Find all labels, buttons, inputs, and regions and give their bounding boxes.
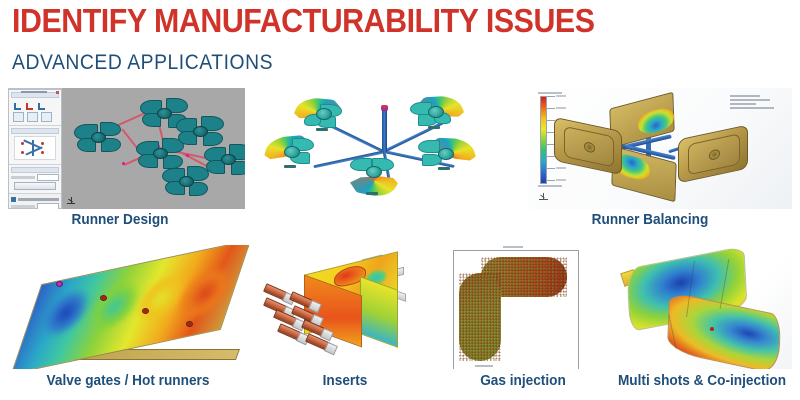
valve-gate-marker: [56, 281, 63, 287]
valve-gate-marker: [142, 308, 149, 314]
hub: [428, 106, 444, 118]
particle-mesh: [459, 273, 501, 361]
page-title: IDENTIFY MANUFACTURABILITY ISSUES: [12, 2, 595, 39]
sprue-inlet-marker: [381, 105, 388, 111]
axis-x-icon[interactable]: [13, 101, 22, 110]
hub: [284, 146, 300, 158]
cad-properties-dialog[interactable]: [8, 88, 62, 209]
impeller-part: [136, 138, 184, 169]
row-value-field[interactable]: [37, 202, 59, 209]
origin-triad-icon: [539, 193, 549, 203]
impeller-part: [204, 144, 245, 175]
fan-part: [294, 94, 356, 138]
group-icon: [11, 196, 16, 202]
legend-top-label: [538, 92, 562, 94]
figure-star-layout: [262, 88, 510, 209]
dialog-section-input: [9, 165, 61, 194]
apply-button[interactable]: [14, 182, 56, 190]
figure-runner-balancing: [528, 88, 792, 209]
dialog-section-preview: [9, 126, 61, 165]
hub: [316, 108, 332, 120]
section-header: [11, 167, 59, 173]
property-group-header[interactable]: [11, 196, 59, 202]
mold-block-front: [360, 276, 398, 348]
fan-part: [404, 92, 466, 136]
layout-preview-thumbnail: [14, 136, 56, 160]
caption-multi-shots: Multi shots & Co-injection: [617, 373, 787, 389]
support-foot: [366, 192, 378, 195]
hub: [438, 148, 454, 160]
pin-tip: [324, 341, 339, 355]
runner-segment: [646, 126, 651, 170]
gate-marker: [186, 154, 189, 157]
caption-runner-design: Runner Design: [71, 212, 169, 228]
page-subtitle: ADVANCED APPLICATIONS: [12, 51, 274, 74]
input-row[interactable]: [11, 174, 59, 181]
toolbar-icons[interactable]: [11, 111, 59, 123]
blade: [422, 154, 442, 166]
origin-triad-icon: [67, 197, 76, 206]
row-label: [11, 204, 35, 208]
caption-runner-balancing: Runner Balancing: [591, 212, 709, 228]
dialog-section-tools: [9, 90, 61, 126]
section-header: [11, 92, 59, 98]
gate-marker: [122, 162, 125, 165]
color-legend-bar: [540, 96, 547, 184]
axis-tool-icons[interactable]: [11, 100, 59, 111]
impeller-part: [162, 166, 209, 196]
hub: [366, 166, 382, 178]
property-row[interactable]: [11, 202, 59, 209]
grid-icon[interactable]: [41, 112, 52, 122]
axis-z-icon[interactable]: [37, 101, 46, 110]
dimension-tick: [503, 246, 523, 248]
figure-multi-shots: [612, 245, 792, 369]
section-header: [11, 128, 59, 134]
support-foot: [428, 126, 440, 129]
valve-gate-marker: [100, 295, 107, 301]
elbow-part: [459, 257, 567, 361]
axis-y-icon[interactable]: [25, 101, 34, 110]
row-label: [11, 176, 35, 179]
impeller-part: [74, 122, 121, 152]
row-value-field[interactable]: [37, 174, 59, 181]
plate-assembly: [10, 245, 252, 369]
cad-3d-viewport[interactable]: [62, 88, 245, 209]
dimension-tick: [475, 365, 493, 367]
legend-bottom-label: [538, 185, 562, 187]
figure-runner-design: [8, 88, 245, 209]
valve-gate-marker: [186, 321, 193, 327]
fan-part: [414, 134, 476, 178]
blade: [418, 140, 440, 153]
support-foot: [316, 128, 328, 131]
impeller-part: [176, 116, 224, 146]
dialog-titlebar: [9, 89, 61, 94]
delete-icon[interactable]: [27, 112, 38, 122]
mirror-icon[interactable]: [13, 112, 24, 122]
injection-marker: [710, 327, 714, 331]
caption-gas-injection: Gas injection: [480, 373, 566, 389]
figure-inserts: [262, 245, 427, 369]
simulation-info-text: [730, 95, 778, 111]
figure-valve-gates: [8, 245, 253, 369]
fan-part: [344, 156, 406, 200]
caption-inserts: Inserts: [322, 373, 368, 389]
support-foot: [438, 167, 450, 170]
sprue: [382, 110, 387, 152]
figure-gas-injection: [445, 245, 595, 369]
support-foot: [284, 165, 296, 168]
group-label: [18, 197, 59, 201]
part-arm-vertical: [459, 273, 501, 361]
caption-valve-gates: Valve gates / Hot runners: [46, 373, 210, 389]
fan-part: [264, 132, 326, 176]
property-grid: [9, 194, 61, 209]
